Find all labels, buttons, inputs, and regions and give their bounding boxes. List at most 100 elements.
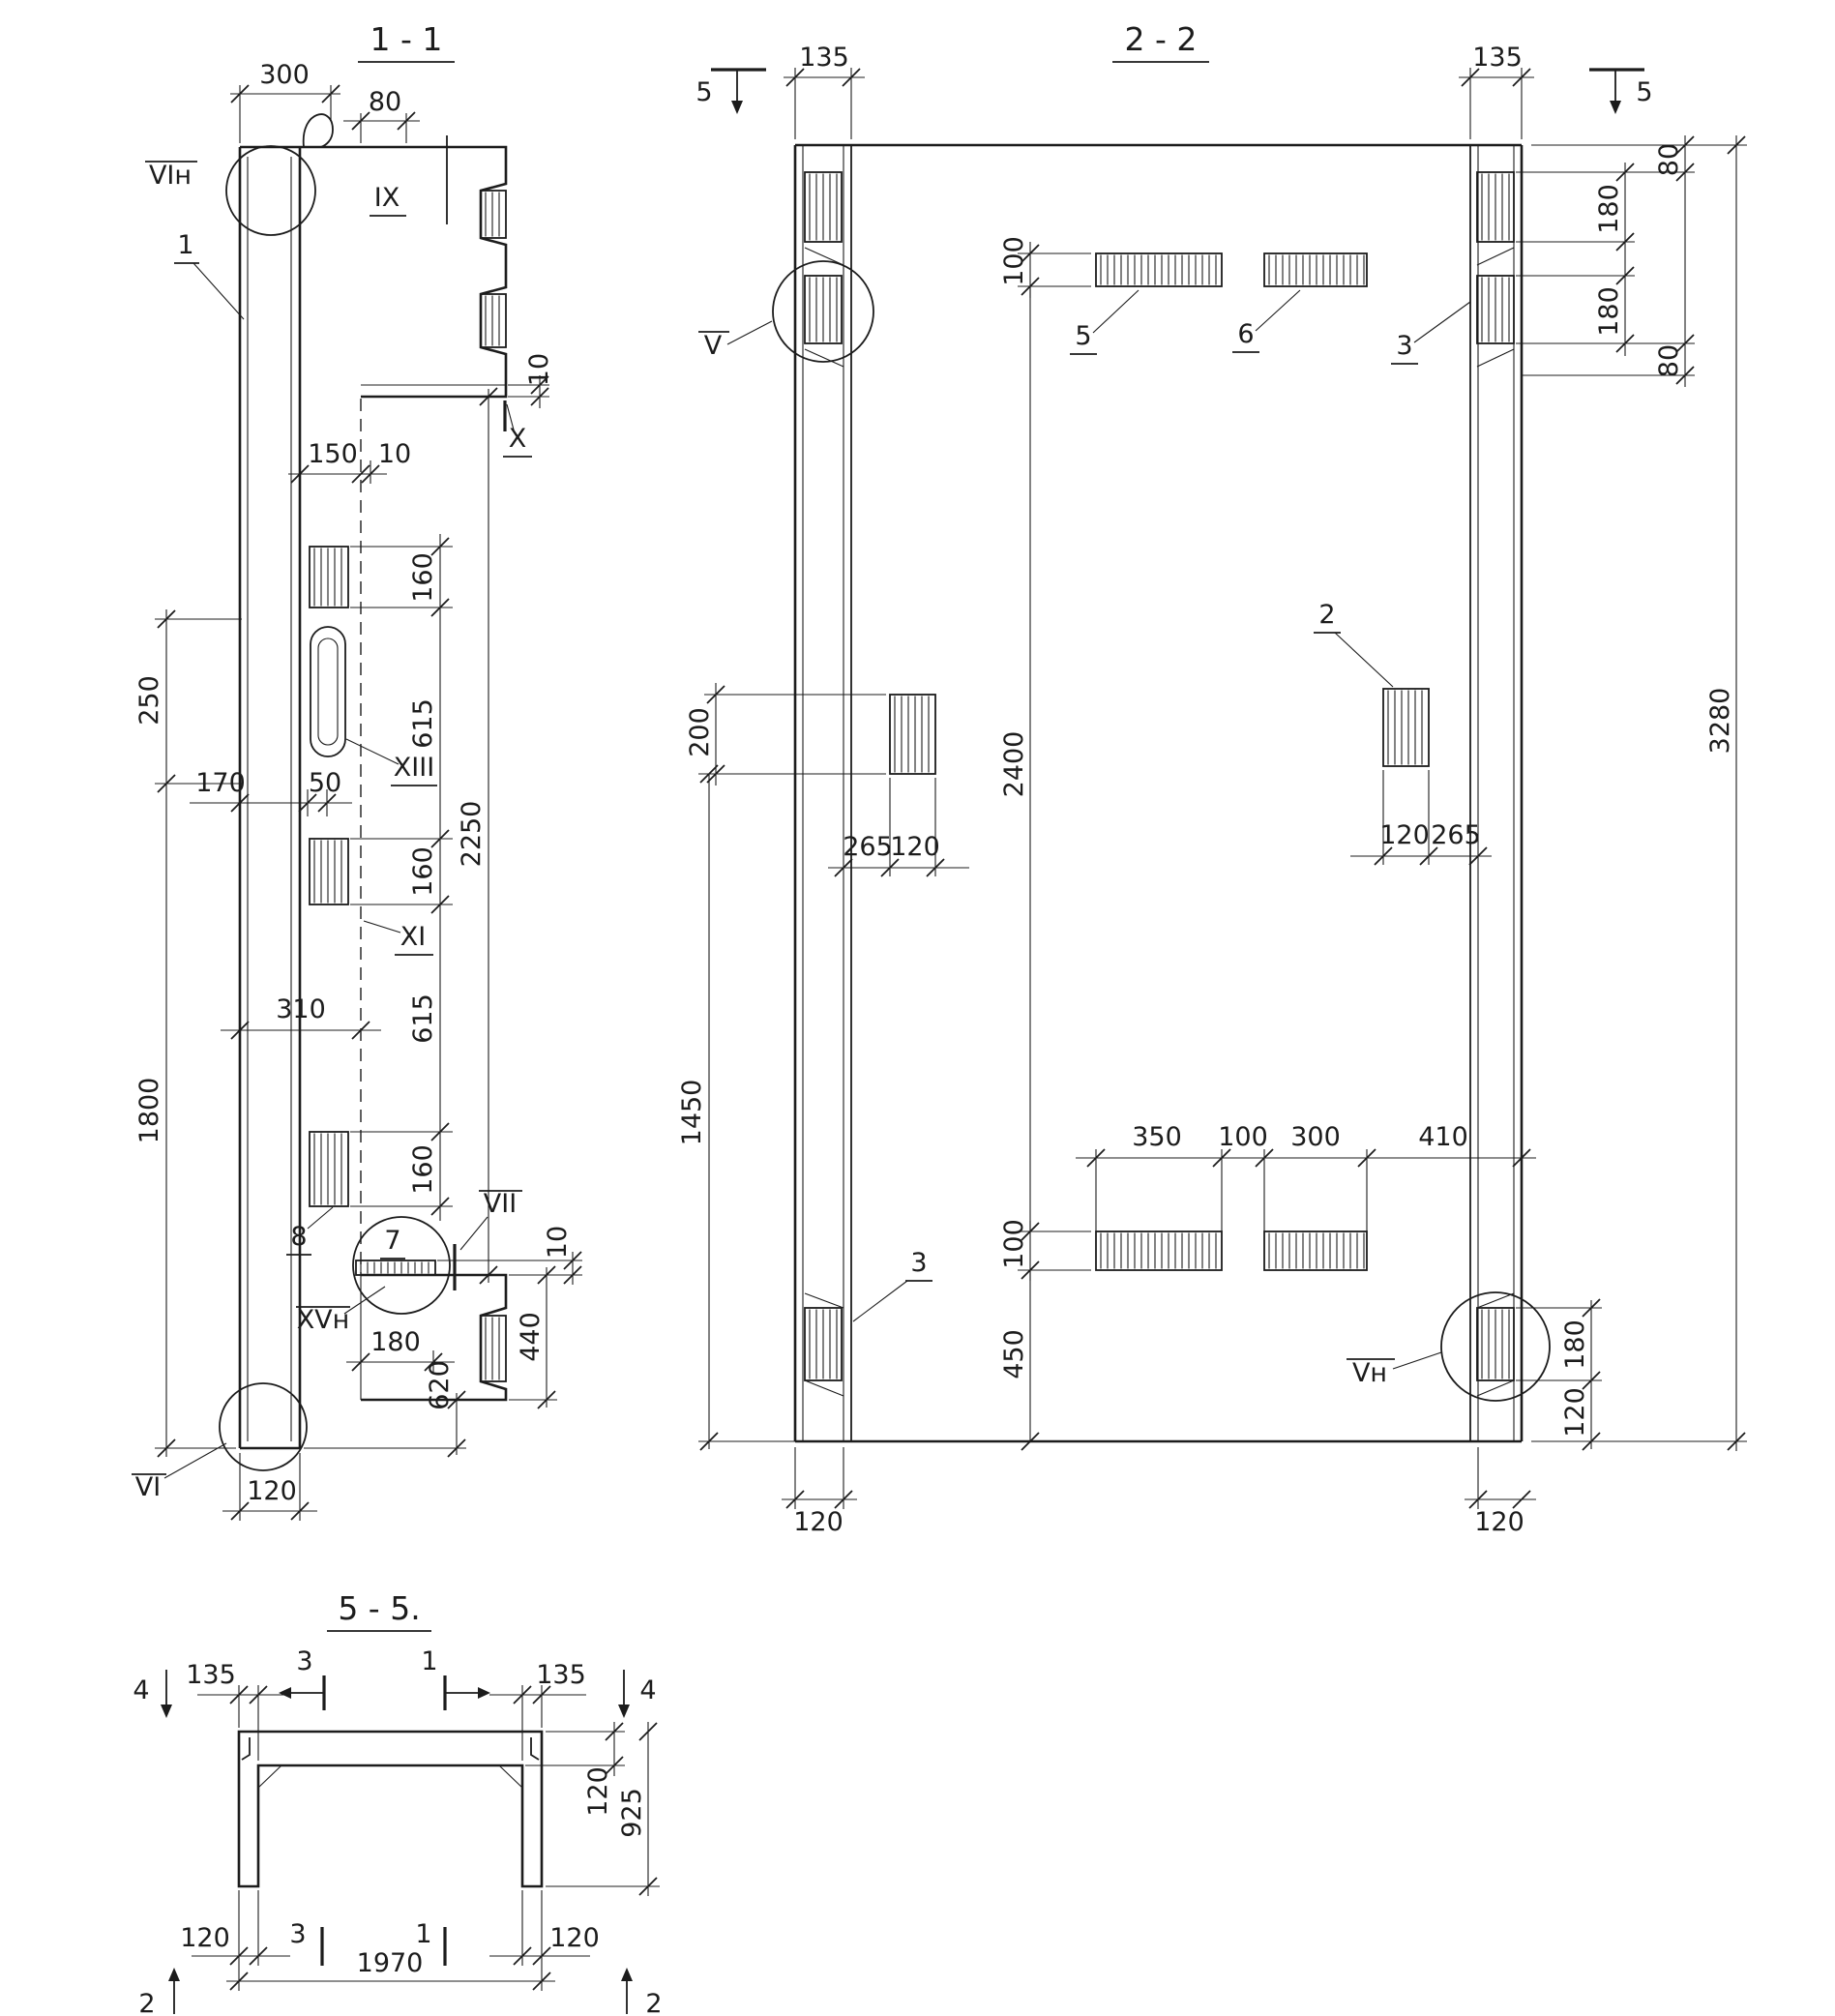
embed-item-5 xyxy=(1095,252,1223,287)
cut-mark-3-top: 3 xyxy=(279,1646,326,1710)
cut-marker-5-right: 5 xyxy=(1589,68,1653,114)
dim-50: 50 xyxy=(309,768,341,798)
right-rib-anchors xyxy=(1476,171,1515,1397)
anchor-block xyxy=(480,1315,507,1382)
dim-100: 100 xyxy=(1218,1122,1268,1152)
dim-100: 100 xyxy=(999,1219,1029,1269)
item-label-8: 8 xyxy=(290,1222,307,1252)
anchor-hook xyxy=(241,1737,251,1761)
channel-outline xyxy=(237,1730,544,1888)
detail-circle-item7 xyxy=(352,1216,451,1315)
dim-120: 120 xyxy=(890,832,940,862)
dim-300: 300 xyxy=(259,60,310,90)
cut-mark-3-bottom: 3 xyxy=(289,1919,324,1966)
dim-120: 120 xyxy=(1560,1387,1590,1438)
view-label-x: X xyxy=(509,424,527,454)
cut-marker-2-right: 2 xyxy=(621,1968,663,2016)
embed-block xyxy=(309,1131,349,1207)
cut-marker-2-label: 2 xyxy=(138,1989,155,2016)
cut-marker-2-label: 2 xyxy=(645,1989,662,2016)
s11-labels: VIн 1 IX X XIII XI 8 7 VII XVн VI xyxy=(132,161,532,1502)
dim-350: 350 xyxy=(1132,1122,1182,1152)
dim-150: 150 xyxy=(308,439,358,469)
anchor-block xyxy=(480,293,507,348)
item-label-2: 2 xyxy=(1318,600,1335,630)
cut-marker-5-label: 5 xyxy=(696,77,712,107)
slot-outer xyxy=(310,626,346,757)
left-rib-anchors xyxy=(804,171,844,1397)
dim-120: 120 xyxy=(180,1923,230,1953)
dim-1970: 1970 xyxy=(357,1948,424,1978)
detail-circle-v-n xyxy=(1440,1291,1551,1402)
item-7-plate xyxy=(355,1260,436,1276)
dim-80: 80 xyxy=(1654,143,1684,176)
anchor-block xyxy=(804,1307,843,1381)
item-label-5: 5 xyxy=(1075,321,1091,351)
embed-item-2 xyxy=(1382,688,1430,767)
dim-615: 615 xyxy=(408,698,438,749)
section-1-1-title: 1 - 1 xyxy=(370,20,443,58)
dim-120: 120 xyxy=(1379,820,1430,850)
dim-100: 100 xyxy=(999,236,1029,286)
section-5-5: 5 - 5. 4 4 3 1 3 1 xyxy=(133,1589,662,2016)
dim-160: 160 xyxy=(408,846,438,897)
item-label-7: 7 xyxy=(384,1226,400,1256)
detail-circle-vi-n xyxy=(225,145,316,236)
cut-marker-5-label: 5 xyxy=(1636,77,1652,107)
dim-925: 925 xyxy=(617,1788,647,1838)
cut-marker-2-left: 2 xyxy=(138,1968,180,2016)
section-5-5-title: 5 - 5. xyxy=(338,1589,420,1627)
embedded-items xyxy=(889,252,1430,1271)
dim-120: 120 xyxy=(247,1476,297,1506)
dim-135: 135 xyxy=(1472,43,1523,73)
dim-135: 135 xyxy=(536,1660,586,1690)
dim-1800: 1800 xyxy=(134,1078,164,1144)
top-block xyxy=(300,135,508,1275)
dim-300: 300 xyxy=(1290,1122,1341,1152)
dim-120: 120 xyxy=(549,1923,600,1953)
detail-circle-vi xyxy=(219,1382,308,1471)
cut-marker-4-label: 4 xyxy=(133,1675,149,1705)
panel-outline xyxy=(793,143,1524,1443)
dim-120: 120 xyxy=(1474,1507,1524,1537)
cut-mark-1-label: 1 xyxy=(415,1919,431,1949)
dim-180: 180 xyxy=(1594,184,1624,234)
dim-620: 620 xyxy=(425,1360,455,1410)
dim-2250: 2250 xyxy=(457,801,487,868)
item-label-6: 6 xyxy=(1237,319,1254,349)
dim-180: 180 xyxy=(1560,1319,1590,1370)
section-2-2-title: 2 - 2 xyxy=(1125,20,1198,58)
dim-120: 120 xyxy=(583,1766,613,1817)
view-label-v: V xyxy=(704,331,723,361)
dim-80: 80 xyxy=(369,87,401,117)
s55-dimensions: 135 135 120 925 120 120 1970 xyxy=(180,1660,660,1991)
dim-1450: 1450 xyxy=(677,1080,707,1146)
anchor-block xyxy=(480,190,507,239)
detail-circle-v xyxy=(772,260,874,363)
embed-item xyxy=(889,694,936,775)
dim-160: 160 xyxy=(408,552,438,603)
embed-block xyxy=(309,546,349,608)
bottom-step xyxy=(355,1244,508,1402)
embed-block xyxy=(309,838,349,905)
anchor-block xyxy=(804,171,843,243)
dim-265: 265 xyxy=(843,832,893,862)
view-label-v-n: Vн xyxy=(1352,1358,1387,1388)
dim-2400: 2400 xyxy=(999,731,1029,798)
slot-inner xyxy=(317,637,339,746)
item-label-3: 3 xyxy=(1396,331,1412,361)
cut-marker-4-label: 4 xyxy=(639,1675,656,1705)
embed-item xyxy=(1095,1230,1223,1271)
cut-marker-5-left: 5 xyxy=(696,68,766,114)
member-flange-outline xyxy=(238,113,334,1450)
cut-mark-1-bottom: 1 xyxy=(415,1919,447,1966)
dim-160: 160 xyxy=(408,1144,438,1195)
dim-450: 450 xyxy=(999,1329,1029,1379)
dim-170: 170 xyxy=(195,768,246,798)
anchor-block xyxy=(1476,275,1515,344)
dim-440: 440 xyxy=(516,1312,546,1362)
view-label-vi-n: VIн xyxy=(149,161,192,191)
s22-labels: V 5 6 3 2 3 Vн xyxy=(698,289,1471,1388)
cut-mark-3-label: 3 xyxy=(296,1646,312,1676)
